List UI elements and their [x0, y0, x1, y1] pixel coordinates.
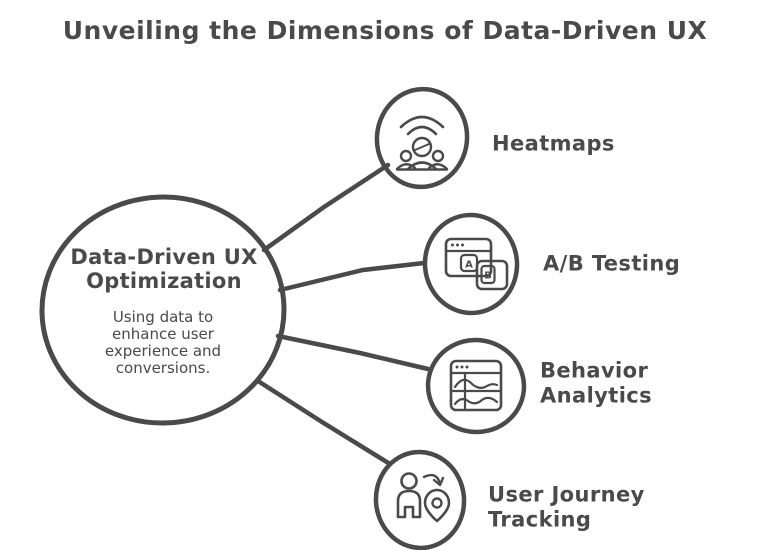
person-head	[400, 472, 418, 490]
analytics-dot	[460, 365, 464, 369]
location-pin	[423, 488, 451, 523]
node-label-behavior-analytics: Behavior Analytics	[540, 358, 653, 407]
ab-testing-node-circle	[422, 212, 520, 316]
left-person-body	[395, 163, 417, 171]
connector-behavior-analytics	[275, 333, 431, 372]
analytics-dot	[455, 365, 459, 369]
page-title: Unveiling the Dimensions of Data-Driven …	[62, 16, 708, 45]
left-person-head	[399, 149, 413, 163]
window-b	[475, 259, 509, 291]
ab-testing-icon: A B	[444, 237, 509, 291]
node-label-heatmaps: Heatmaps	[492, 131, 615, 156]
central-node-description: Using data to enhance user experience an…	[104, 308, 222, 378]
center-person-body	[406, 161, 438, 171]
window-a	[444, 237, 493, 278]
node-label-user-journey: User Journey Tracking	[488, 482, 645, 531]
connector-heatmaps	[261, 162, 391, 253]
wifi-outer-arc	[399, 115, 445, 129]
right-person-head	[431, 149, 445, 163]
signal-ball-line	[414, 143, 430, 151]
central-node-circle	[39, 194, 287, 426]
heatmaps-icon	[395, 115, 449, 171]
person-body	[396, 489, 422, 519]
wifi-inner-arc	[406, 125, 438, 136]
analytics-dot	[465, 365, 469, 369]
connectors	[255, 162, 431, 467]
user-journey-icon	[396, 472, 451, 523]
location-pin-dot	[431, 497, 443, 509]
signal-ball	[411, 136, 433, 158]
central-node-title: Data-Driven UX Optimization	[70, 245, 258, 293]
variant-b-letter: B	[484, 271, 492, 282]
window-a-dot	[451, 243, 454, 247]
variant-a-letter: A	[465, 260, 473, 271]
behavior-analytics-node-circle	[425, 337, 527, 435]
connector-ab-testing	[277, 260, 427, 293]
wave-line-bottom	[453, 396, 499, 406]
window-a-dot	[456, 243, 459, 247]
behavior-analytics-icon	[449, 359, 503, 412]
user-journey-node-circle	[373, 449, 467, 550]
journey-arrowhead	[432, 476, 445, 487]
right-person-body	[427, 163, 449, 171]
connector-user-journey	[255, 378, 393, 467]
variant-b-box	[480, 264, 496, 285]
heatmaps-node-circle	[374, 86, 470, 190]
journey-arrow	[422, 473, 442, 486]
window-a-dot	[461, 243, 464, 247]
analytics-window	[449, 359, 503, 412]
node-label-ab-testing: A/B Testing	[543, 251, 681, 276]
wave-line-top	[453, 378, 499, 390]
